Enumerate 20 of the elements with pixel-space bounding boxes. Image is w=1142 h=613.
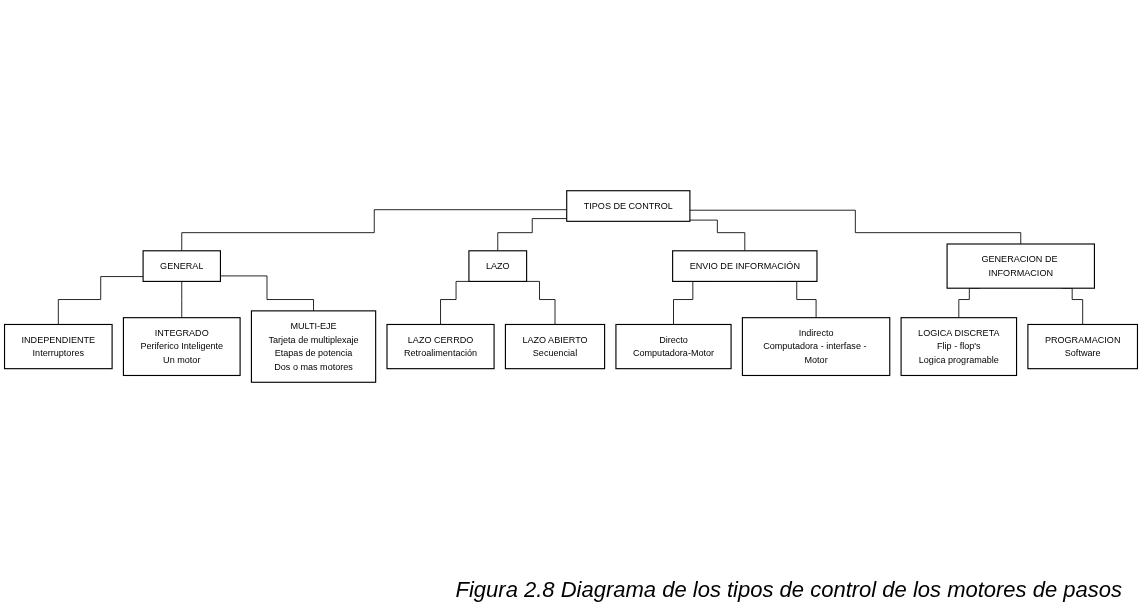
node-box: LAZO <box>468 250 528 282</box>
connector <box>689 219 746 252</box>
node-box: Indirecto Computadora - interfase - Motor <box>741 317 891 377</box>
connector <box>181 280 183 319</box>
node-box: MULTI-EJE Tarjeta de multiplexaje Etapas de potencia Dos o mas motores <box>250 310 377 383</box>
node-box: LOGICA DISCRETA Flip - flop's Logica programable <box>900 317 1018 377</box>
node-box: LAZO ABIERTO Secuencial <box>504 323 606 370</box>
connector <box>220 275 314 312</box>
node-box: LAZO CERRDO Retroalimentación <box>386 323 495 370</box>
node-box: INTEGRADO Periferico Inteligente Un motor <box>122 317 241 377</box>
node-box: Directo Computadora-Motor <box>615 323 732 370</box>
node-box: GENERAL <box>142 250 221 282</box>
connector <box>689 209 1022 245</box>
node-box: ENVIO DE INFORMACIÓN <box>672 250 818 282</box>
node-box: TIPOS DE CONTROL <box>566 190 691 222</box>
node-box: INDEPENDIENTE Interruptores <box>3 323 113 370</box>
connector <box>57 276 144 325</box>
figure-caption: Figura 2.8 Diagrama de los tipos de control de los motores de pasos <box>454 576 1123 604</box>
node-box: GENERACION DE INFORMACION <box>946 243 1095 289</box>
node-box: PROGRAMACION Software <box>1027 323 1139 370</box>
